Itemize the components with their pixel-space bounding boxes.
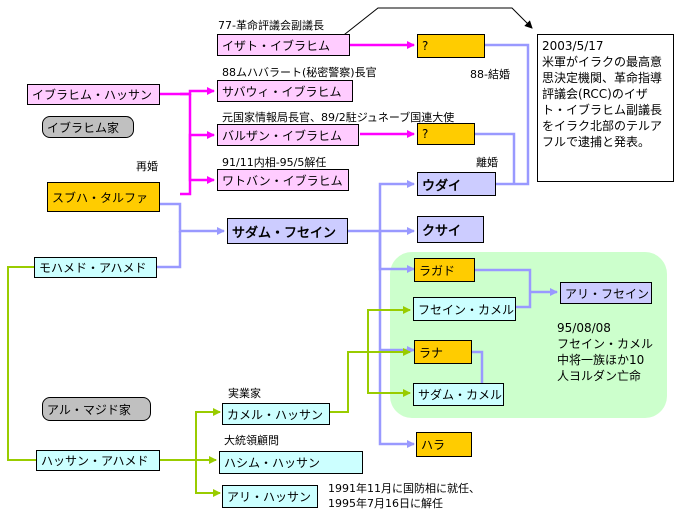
node-barzan-ibrahim[interactable]: バルザン・イブラヒム: [217, 124, 359, 146]
exile-note: 95/08/08 フセイン・カメル 中将一族ほか10 人ヨルダン亡命: [557, 321, 654, 383]
al-majid-family-lines: [7, 266, 411, 497]
node-saddam-kamel[interactable]: サダム・カメル: [413, 383, 504, 406]
node-unknown-spouse-1[interactable]: ?: [417, 34, 485, 58]
ali-hassan-note: 1991年11月に国防相に就任、 1995年7月16日に解任: [328, 482, 480, 510]
node-izzat-ibrahim[interactable]: イザト・イブラヒム: [217, 34, 350, 56]
divorce-label: 離婚: [476, 156, 498, 169]
arrest-arrow: [339, 7, 533, 39]
node-hussein-kamel[interactable]: フセイン・カメル: [413, 297, 516, 321]
node-ibrahim-hassan[interactable]: イブラヒム・ハッサン: [27, 84, 160, 105]
node-hala[interactable]: ハラ: [416, 432, 472, 457]
node-ali-hassan[interactable]: アリ・ハッサン: [222, 485, 318, 508]
advisor-label: 大統領顧問: [224, 434, 279, 447]
watban-role-label: 91/11内相-95/5解任: [222, 156, 327, 169]
node-ali-hussein[interactable]: アリ・フセイン: [560, 282, 652, 304]
node-raghad[interactable]: ラガド: [414, 258, 475, 282]
node-kamel-hassan[interactable]: カメル・ハッサン: [222, 403, 330, 425]
node-subha-tulfah[interactable]: スブハ・タルファ: [47, 182, 160, 212]
saddam-family-lines: [157, 43, 558, 448]
businessman-label: 実業家: [228, 387, 261, 400]
remarriage-label: 再婚: [136, 160, 158, 173]
barzan-role-label: 元国家情報局長官、89/2駐ジュネーブ国連大使: [222, 111, 455, 124]
node-watban-ibrahim[interactable]: ワトバン・イブラヒム: [217, 169, 349, 191]
node-unknown-spouse-2[interactable]: ?: [417, 123, 475, 145]
node-hassan-ahmed[interactable]: ハッサン・アハメド: [36, 450, 160, 471]
node-mohamed-ahmed[interactable]: モハメド・アハメド: [34, 257, 157, 278]
izzat-role-label: 77-革命評議会副議長: [218, 19, 324, 32]
node-uday[interactable]: ウダイ: [417, 172, 496, 196]
arrest-news-box: 2003/5/17 米軍がイラクの最高意思決定機関、革命指導評議会(RCC)のイ…: [537, 34, 674, 182]
node-qusay[interactable]: クサイ: [417, 216, 484, 243]
ibrahim-family-label: イブラヒム家: [42, 116, 134, 138]
sabawi-role-label: 88ムハバラート(秘密警察)長官: [222, 66, 377, 79]
node-sabawi-ibrahim[interactable]: サバウィ・イブラヒム: [217, 80, 353, 102]
node-hashim-hassan[interactable]: ハシム・ハッサン: [219, 451, 363, 474]
al-majid-family-label: アル・マジド家: [42, 397, 151, 421]
ibrahim-family-lines: [160, 41, 415, 196]
marriage-label: 88-結婚: [470, 68, 510, 81]
node-saddam-hussein[interactable]: サダム・フセイン: [227, 218, 348, 244]
node-rana[interactable]: ラナ: [414, 340, 472, 364]
